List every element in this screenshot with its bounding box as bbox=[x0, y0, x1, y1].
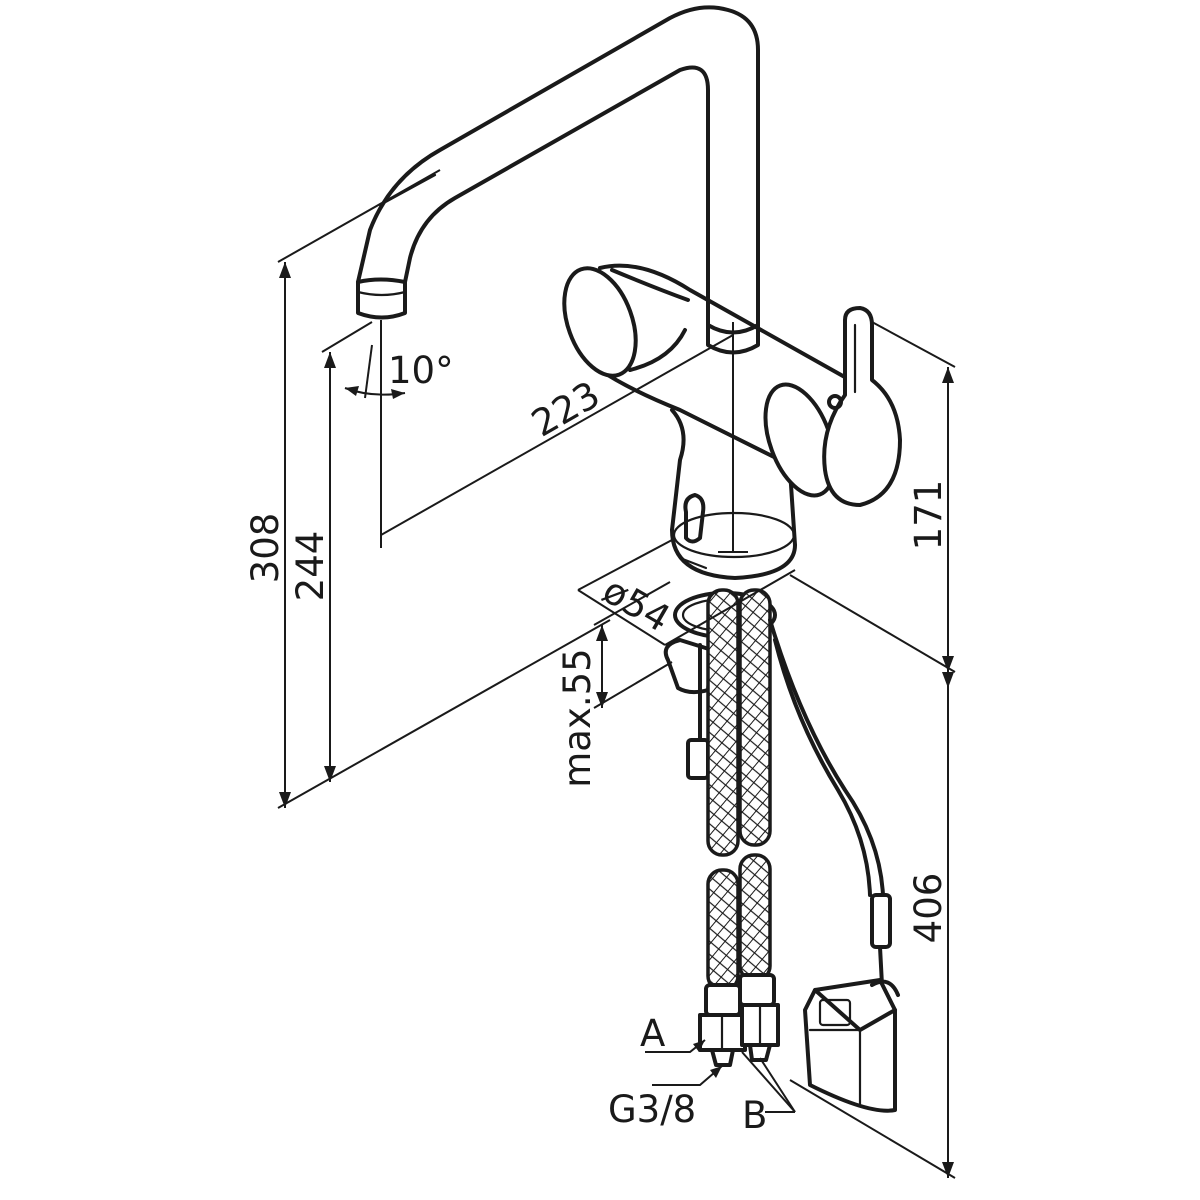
dimension-angle: 10° bbox=[344, 320, 454, 548]
label-diameter: ø54 bbox=[596, 569, 678, 641]
dimension-171: 171 bbox=[789, 321, 956, 673]
hose-upper-left bbox=[706, 588, 740, 857]
battery-box bbox=[803, 978, 900, 1113]
label-thread: G3/8 bbox=[608, 1088, 696, 1131]
callout-b: B bbox=[741, 1051, 796, 1137]
dimension-308: 308 bbox=[244, 169, 611, 809]
label-308: 308 bbox=[244, 513, 287, 584]
label-conn-a: A bbox=[640, 1012, 665, 1055]
label-223: 223 bbox=[524, 373, 607, 446]
callout-a: A bbox=[640, 1012, 706, 1055]
label-171: 171 bbox=[907, 480, 950, 551]
faucet-spout bbox=[356, 5, 760, 355]
dimension-max: max.55 bbox=[556, 581, 673, 788]
control-lever bbox=[763, 306, 902, 507]
sensor-cable bbox=[768, 618, 892, 987]
hose-lower-left bbox=[706, 868, 740, 992]
faucet-body bbox=[562, 263, 852, 580]
fitting-b bbox=[738, 973, 780, 1062]
callout-thread: G3/8 bbox=[608, 1065, 723, 1131]
dimension-406: 406 bbox=[789, 672, 956, 1179]
dimension-244: 244 bbox=[289, 321, 373, 782]
label-max: max.55 bbox=[556, 648, 599, 787]
label-406: 406 bbox=[907, 873, 950, 944]
hose-lower-right bbox=[738, 853, 772, 982]
label-244: 244 bbox=[289, 531, 332, 602]
label-angle: 10° bbox=[388, 349, 454, 392]
hose-upper-right bbox=[738, 588, 772, 847]
label-conn-b: B bbox=[742, 1094, 767, 1137]
